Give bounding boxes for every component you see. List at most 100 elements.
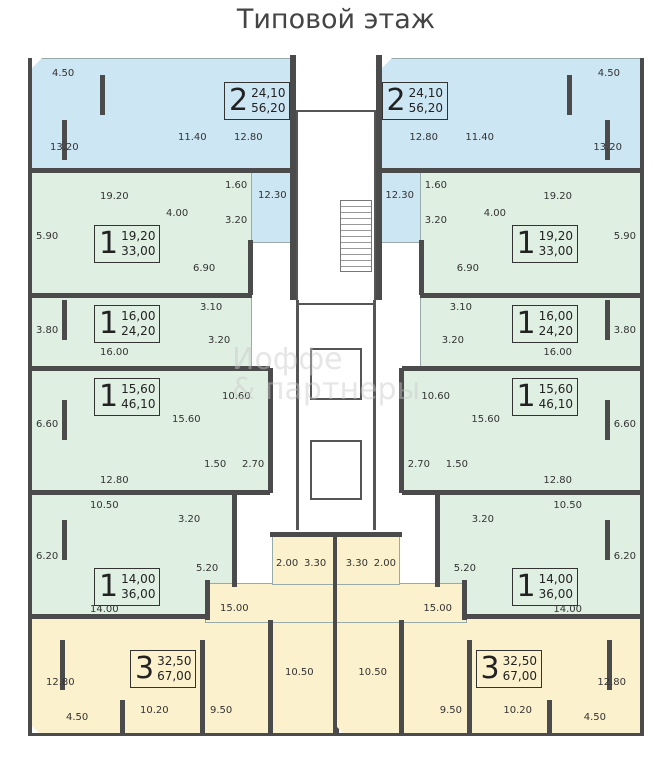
room-area-label: 6.20 [613, 551, 636, 562]
wall [232, 492, 237, 587]
room-area-label: 4.00 [483, 208, 506, 219]
staircase [340, 200, 372, 272]
room-area-label: 1.60 [424, 180, 447, 191]
wall [605, 300, 610, 340]
room-area-label: 4.50 [52, 68, 75, 79]
living-area: 14,00 [121, 572, 156, 586]
room-area-label: 3.20 [471, 514, 494, 525]
room-area-label: 3.30 [304, 558, 327, 569]
elevator-shaft [310, 440, 362, 500]
wall [334, 733, 644, 736]
wall [605, 520, 610, 560]
wall [380, 168, 467, 173]
room-area-label: 3.80 [36, 325, 59, 336]
room-area-label: 14.00 [90, 604, 119, 615]
wall [376, 55, 382, 300]
room-area-label: 9.50 [210, 705, 233, 716]
room-area-label: 16.00 [100, 347, 129, 358]
room-area-label: 13.20 [593, 142, 622, 153]
room-area-label: 2.00 [373, 558, 396, 569]
wall [30, 490, 270, 495]
room-area-label: 3.20 [208, 335, 231, 346]
room-area-label: 6.20 [36, 551, 59, 562]
living-area: 24,10 [251, 86, 286, 100]
room-count: 2 [229, 83, 249, 118]
wall [640, 58, 644, 736]
wall [205, 580, 210, 620]
room-area-label: 10.50 [285, 667, 314, 678]
apartment-1room-zone [30, 295, 252, 369]
room-count: 1 [99, 306, 119, 341]
room-area-label: 15.60 [172, 414, 201, 425]
room-count: 1 [516, 569, 536, 604]
room-area-label: 10.50 [553, 500, 582, 511]
room-count: 1 [99, 226, 119, 261]
wall [399, 620, 404, 735]
room-area-label: 2.70 [407, 459, 430, 470]
room-area-label: 10.20 [140, 705, 169, 716]
room-area-label: 12.80 [597, 677, 626, 688]
room-count: 1 [516, 306, 536, 341]
room-area-label: 5.20 [453, 563, 476, 574]
room-count: 3 [480, 651, 500, 686]
room-area-label: 3.20 [225, 215, 248, 226]
wall [547, 700, 552, 735]
room-area-label: 4.50 [583, 712, 606, 723]
bathroom-zone [334, 535, 400, 585]
room-area-label: 11.40 [178, 132, 207, 143]
wall [270, 532, 338, 537]
room-area-label: 12.80 [543, 475, 572, 486]
wall [62, 300, 67, 340]
total-area: 33,00 [538, 244, 573, 258]
room-area-label: 10.60 [421, 391, 450, 402]
room-area-label: 6.60 [613, 419, 636, 430]
room-area-label: 10.60 [222, 391, 251, 402]
living-area: 15,60 [121, 382, 156, 396]
living-area: 19,20 [121, 229, 156, 243]
wall [462, 614, 642, 619]
wall [399, 368, 404, 493]
wall [200, 640, 205, 735]
living-area: 32,50 [502, 654, 537, 668]
wall [420, 293, 642, 298]
total-area: 67,00 [502, 669, 537, 683]
wall [205, 168, 292, 173]
room-count: 1 [99, 569, 119, 604]
room-area-label: 3.20 [424, 215, 447, 226]
room-area-label: 12.80 [46, 677, 75, 688]
wall [464, 168, 644, 173]
total-area: 56,20 [408, 101, 443, 115]
room-count: 2 [386, 83, 406, 118]
total-area: 33,00 [121, 244, 156, 258]
wall [28, 733, 338, 736]
room-area-label: 3.20 [441, 335, 464, 346]
room-area-label: 9.50 [439, 705, 462, 716]
room-area-label: 1.50 [445, 459, 468, 470]
room-area-label: 2.00 [276, 558, 299, 569]
room-area-label: 10.20 [503, 705, 532, 716]
total-area: 36,00 [538, 587, 573, 601]
room-area-label: 5.90 [613, 231, 636, 242]
room-area-label: 3.20 [178, 514, 201, 525]
wall [120, 700, 125, 735]
wall [100, 75, 105, 115]
room-area-label: 12.80 [234, 132, 263, 143]
wall [290, 55, 296, 300]
room-area-label: 19.20 [100, 191, 129, 202]
room-area-label: 16.00 [543, 347, 572, 358]
room-area-label: 3.10 [200, 302, 223, 313]
